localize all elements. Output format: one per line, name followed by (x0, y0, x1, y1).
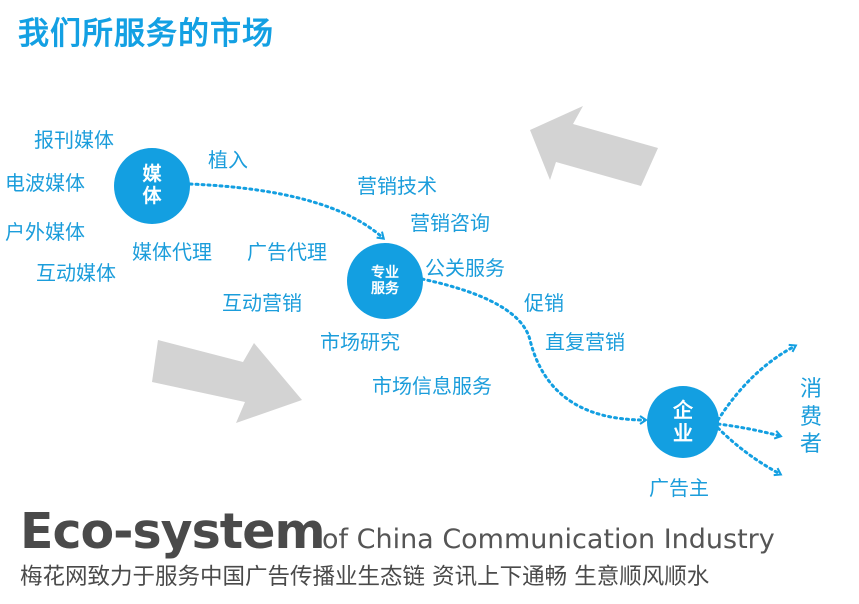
label-service: 媒体代理 (132, 240, 212, 264)
node-media-line1: 媒 (142, 163, 162, 186)
label-media-type: 户外媒体 (5, 220, 85, 244)
label-media-type: 报刊媒体 (34, 128, 114, 152)
node-service-line2: 服务 (371, 281, 399, 297)
label-service: 广告代理 (247, 240, 327, 264)
label-media-type: 电波媒体 (5, 171, 85, 195)
node-service-line1: 专业 (371, 264, 399, 281)
connector-enterprise-consumer-3 (716, 426, 783, 477)
connector-media-service (188, 182, 386, 240)
label-consumer-char: 者 (799, 432, 822, 457)
label-media-type: 互动媒体 (36, 261, 116, 285)
label-service: 营销技术 (357, 174, 437, 198)
label-service: 营销咨询 (410, 211, 490, 235)
label-consumer: 消 费 者 (798, 376, 824, 459)
node-media-line2: 体 (142, 185, 162, 207)
label-service: 市场研究 (320, 330, 400, 354)
label-consumer-char: 消 (799, 377, 822, 402)
label-service: 互动营销 (222, 291, 302, 315)
connector-service-enterprise (420, 277, 648, 425)
gray-arrow-up-left (530, 106, 658, 186)
node-media: 媒 体 (114, 148, 190, 224)
eco-system-subtitle: of China Communication Industry (322, 524, 775, 555)
label-placement: 植入 (208, 148, 248, 172)
node-enterprise-line2: 业 (673, 421, 693, 445)
label-service: 直复营销 (545, 330, 625, 354)
node-enterprise-line1: 企 (673, 398, 693, 422)
label-service: 公关服务 (425, 256, 505, 280)
gray-arrow-down-right (152, 340, 302, 423)
label-service: 市场信息服务 (372, 374, 492, 398)
label-service: 促销 (524, 291, 564, 315)
node-enterprise: 企 业 (647, 386, 719, 458)
label-advertiser: 广告主 (649, 476, 709, 500)
eco-system-heading: Eco-system (20, 503, 326, 560)
connector-enterprise-consumer-2 (716, 422, 783, 440)
label-consumer-char: 费 (799, 404, 822, 430)
connector-enterprise-consumer-1 (716, 343, 798, 422)
tagline: 梅花网致力于服务中国广告传播业生态链 资讯上下通畅 生意顺风顺水 (20, 564, 710, 590)
node-service: 专业 服务 (347, 243, 423, 319)
page-title: 我们所服务的市场 (18, 16, 274, 52)
